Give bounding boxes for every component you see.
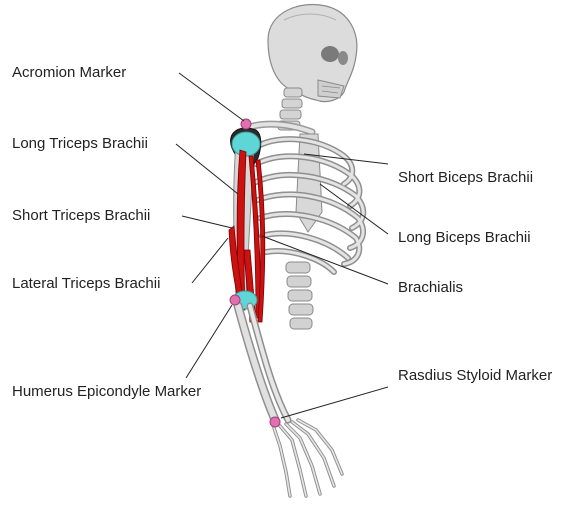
leader-lateral-triceps xyxy=(192,238,228,283)
leader-long-triceps xyxy=(176,144,238,194)
leader-humerus-epicondyle xyxy=(186,305,232,378)
label-humerus-epicondyle-marker: Humerus Epicondyle Marker xyxy=(12,383,201,401)
leader-acromion xyxy=(179,73,244,121)
label-short-triceps-brachii: Short Triceps Brachii xyxy=(12,207,150,225)
forearm-bones xyxy=(238,306,288,422)
label-short-biceps-brachii: Short Biceps Brachii xyxy=(398,169,533,187)
label-acromion-marker: Acromion Marker xyxy=(12,64,126,82)
label-brachialis: Brachialis xyxy=(398,279,463,297)
label-long-biceps-brachii: Long Biceps Brachii xyxy=(398,229,531,247)
label-long-triceps-brachii: Long Triceps Brachii xyxy=(12,135,148,153)
label-radius-styloid-marker: Rasdius Styloid Marker xyxy=(398,367,552,385)
lumbar-spine xyxy=(286,262,313,329)
skull xyxy=(268,4,357,101)
leader-short-triceps xyxy=(182,216,232,228)
radius-styloid-marker-dot xyxy=(270,417,280,427)
label-lateral-triceps-brachii: Lateral Triceps Brachii xyxy=(12,275,160,293)
humerus-epicondyle-marker-dot xyxy=(230,295,240,305)
leader-radius-styloid xyxy=(281,387,388,418)
